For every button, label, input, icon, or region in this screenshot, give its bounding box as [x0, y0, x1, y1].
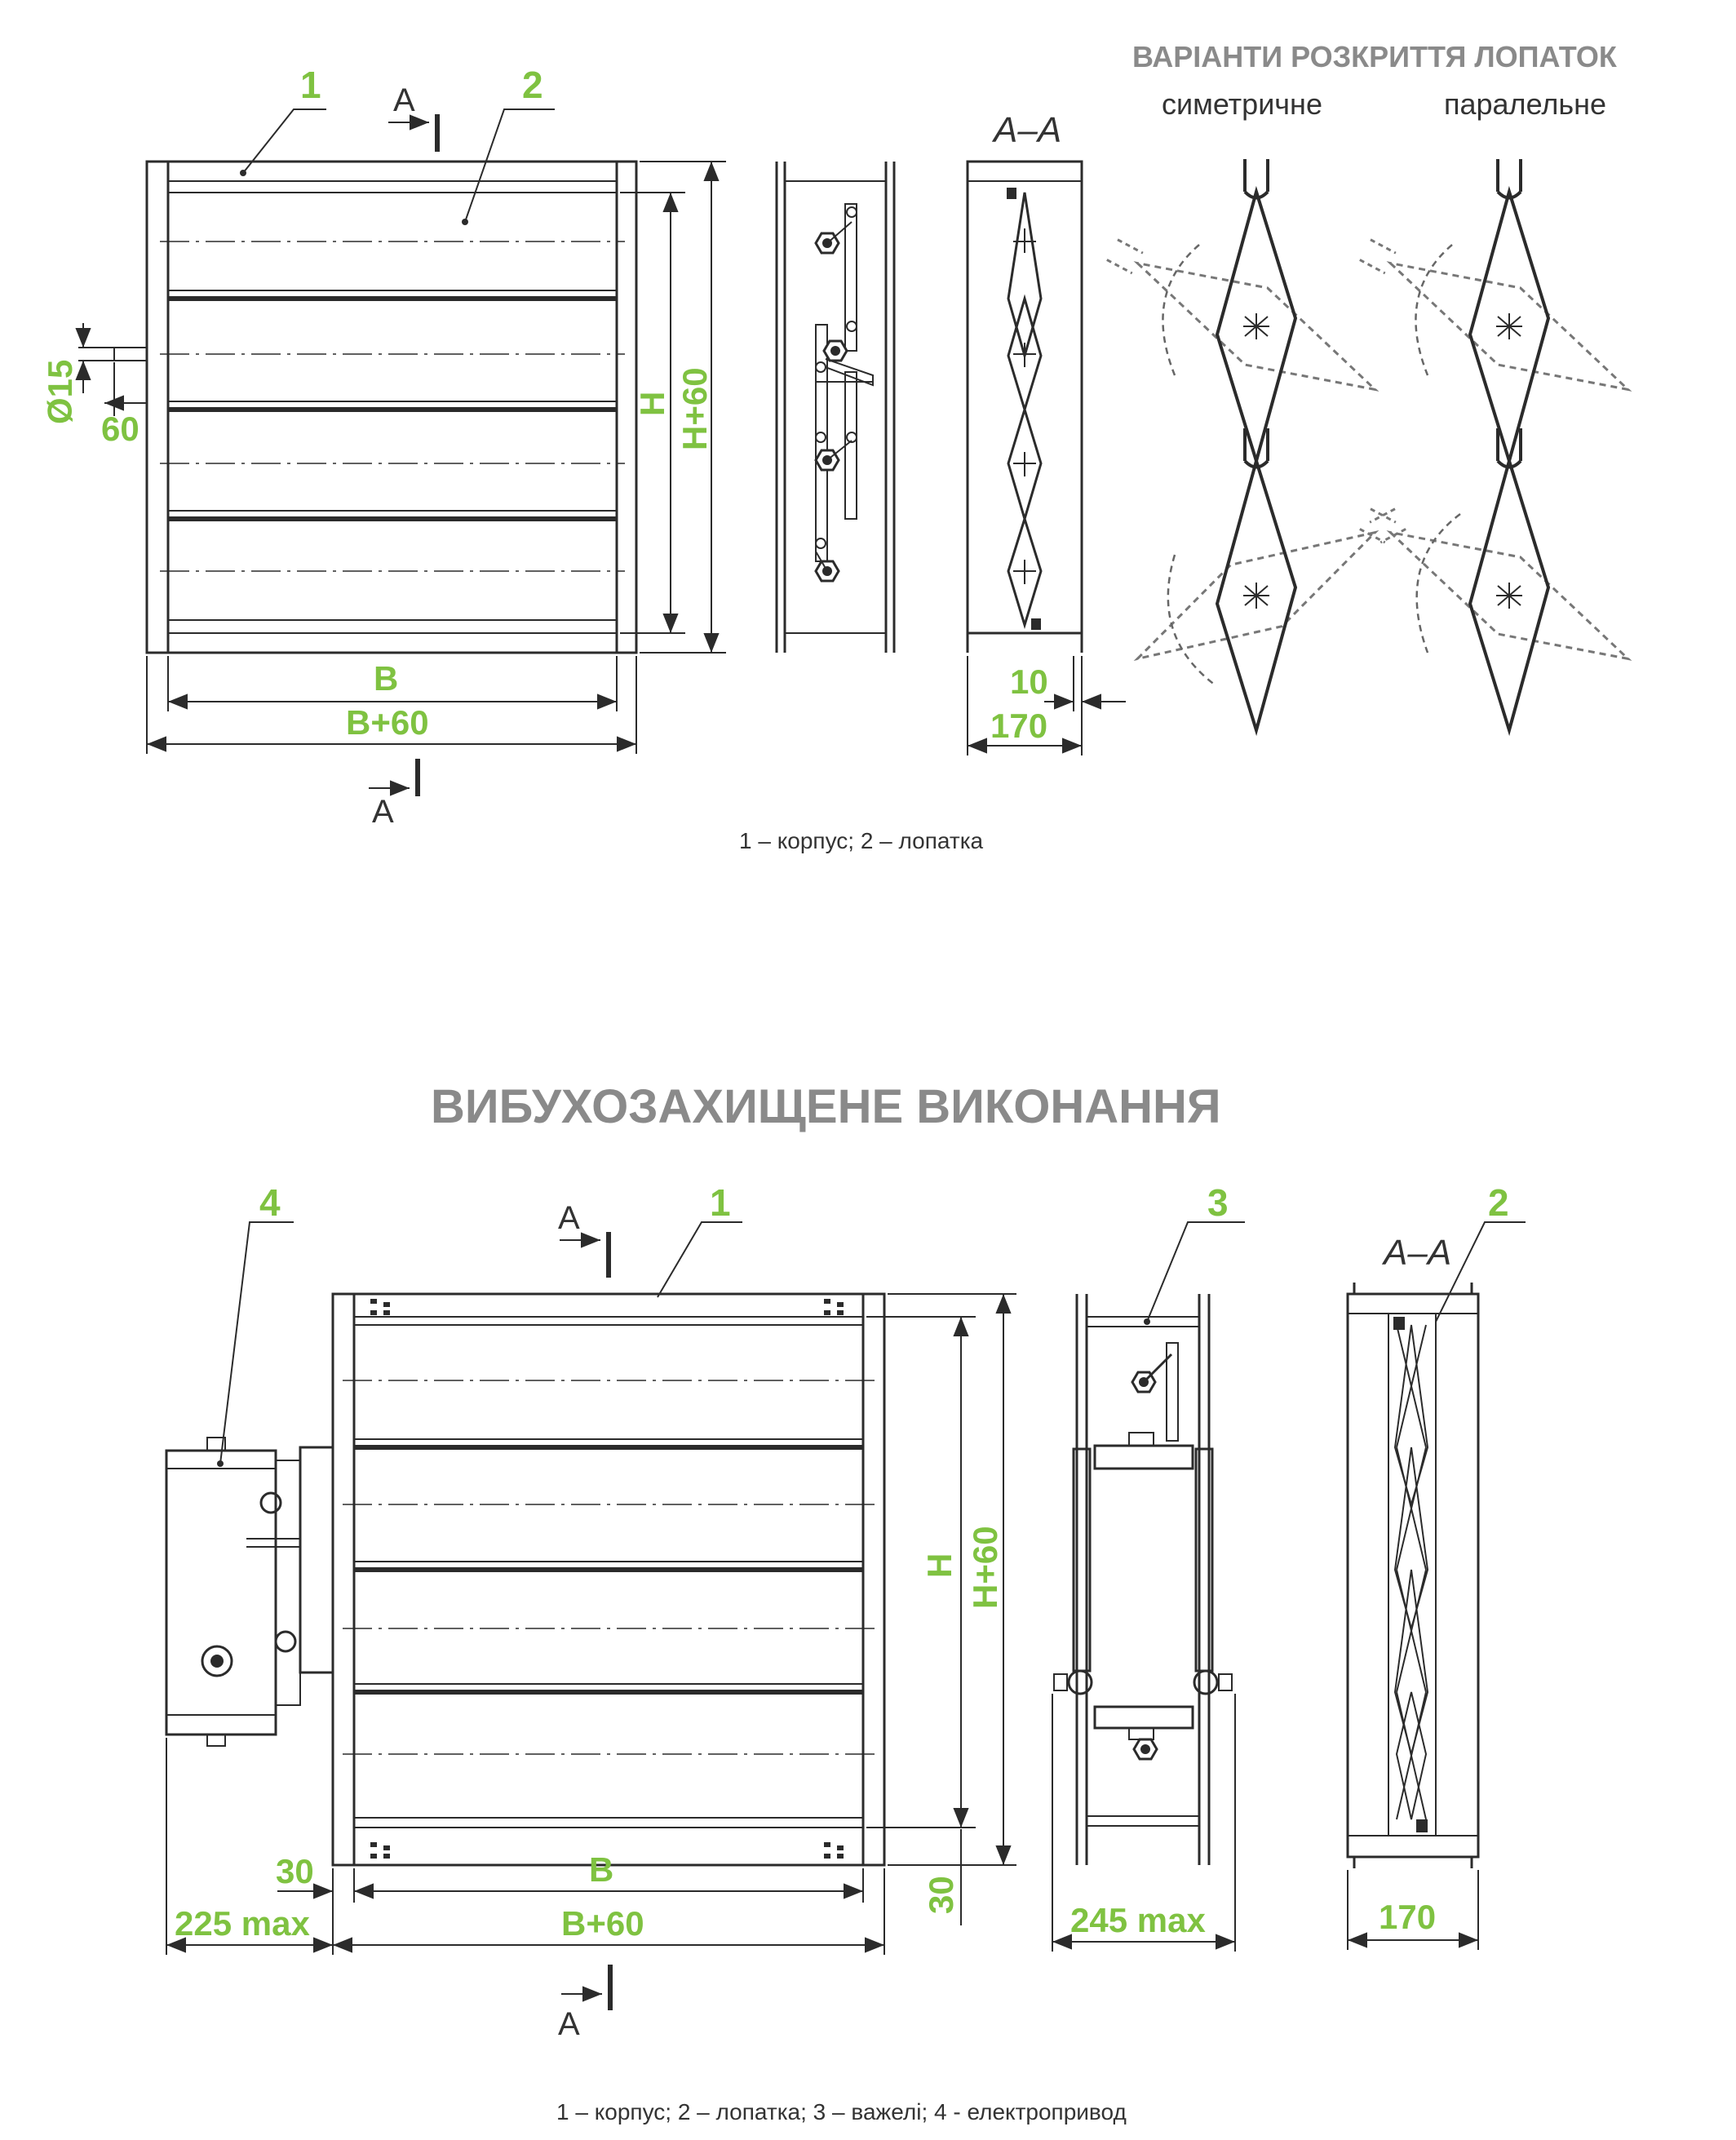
- dim-b: В: [374, 659, 398, 698]
- variant-parallel-label: паралельне: [1444, 87, 1606, 121]
- dim-bottom-170: 170: [1379, 1898, 1436, 1936]
- bottom-section-mark-upper: А: [558, 1200, 580, 1236]
- top-side-view: [775, 162, 896, 653]
- bottom-leader-4: 4: [259, 1181, 281, 1224]
- dim-bottom-b60: В+60: [561, 1904, 644, 1943]
- dim-diameter: Ø15: [41, 360, 79, 424]
- bottom-front-view: [165, 1221, 1016, 2010]
- dim-shaft-length: 60: [101, 410, 140, 448]
- dim-h60: Н+60: [675, 367, 714, 450]
- dim-b60: В+60: [346, 703, 429, 742]
- dim-bottom-h: Н: [920, 1553, 959, 1578]
- bottom-side-view: [1052, 1221, 1245, 1952]
- variant-symmetric-label: симетричне: [1162, 87, 1322, 121]
- bottom-section-label: А–А: [1381, 1233, 1451, 1273]
- bottom-caption: 1 – корпус; 2 – лопатка; 3 – важелі; 4 -…: [556, 2099, 1127, 2124]
- bottom-section-mark-lower: А: [558, 2006, 580, 2042]
- dim-10: 10: [1010, 662, 1048, 701]
- top-section-mark-lower: А: [372, 794, 394, 830]
- blade-variants: [1092, 157, 1648, 732]
- dim-h: Н: [633, 392, 671, 416]
- dim-bottom-h60: Н+60: [966, 1526, 1004, 1609]
- top-leader-2: 2: [522, 64, 543, 106]
- bottom-leader-2: 2: [1488, 1181, 1509, 1224]
- bottom-section-view: [1346, 1221, 1526, 1950]
- top-section-view: [966, 160, 1126, 755]
- section-title: ВИБУХОЗАХИЩЕНЕ ВИКОНАННЯ: [431, 1080, 1221, 1133]
- top-section-mark-upper: А: [393, 82, 415, 118]
- variants-heading: ВАРІАНТИ РОЗКРИТТЯ ЛОПАТОК: [1132, 40, 1618, 73]
- bottom-leader-1: 1: [710, 1181, 731, 1224]
- top-leader-1: 1: [300, 64, 321, 106]
- dim-bottom-b: В: [589, 1850, 613, 1889]
- top-caption: 1 – корпус; 2 – лопатка: [739, 828, 984, 853]
- dim-245-max: 245 max: [1070, 1901, 1206, 1939]
- dim-170: 170: [990, 707, 1047, 745]
- dim-bottom-30-left: 30: [276, 1852, 314, 1890]
- bottom-leader-3: 3: [1207, 1181, 1229, 1224]
- top-front-view: [75, 109, 726, 796]
- top-section-label: А–А: [991, 110, 1061, 150]
- dim-bottom-30-right: 30: [922, 1876, 960, 1914]
- dim-225-max: 225 max: [175, 1904, 310, 1943]
